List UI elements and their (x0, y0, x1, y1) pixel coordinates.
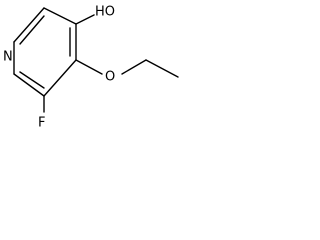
bond-c2-c3 (43, 7, 77, 25)
bond-c5-c6 (13, 73, 45, 97)
double-bond-n1-c2-inner (19, 15, 45, 45)
molecule-structure: N HO O F (3, 5, 179, 131)
bond-o-ch2 (121, 59, 147, 75)
bond-c3-oh (75, 14, 95, 25)
bond-ch2-ch3 (145, 59, 179, 78)
bond-c4-o (75, 59, 103, 75)
atom-label-ho: HO (95, 5, 115, 20)
atom-label-n: N (3, 50, 13, 65)
atom-label-o: O (105, 70, 115, 85)
bond-n1-c2 (13, 7, 45, 43)
double-bond-c5-c6-inner (19, 71, 45, 89)
atom-label-f: F (38, 116, 45, 131)
bond-c4-c5 (43, 59, 77, 97)
